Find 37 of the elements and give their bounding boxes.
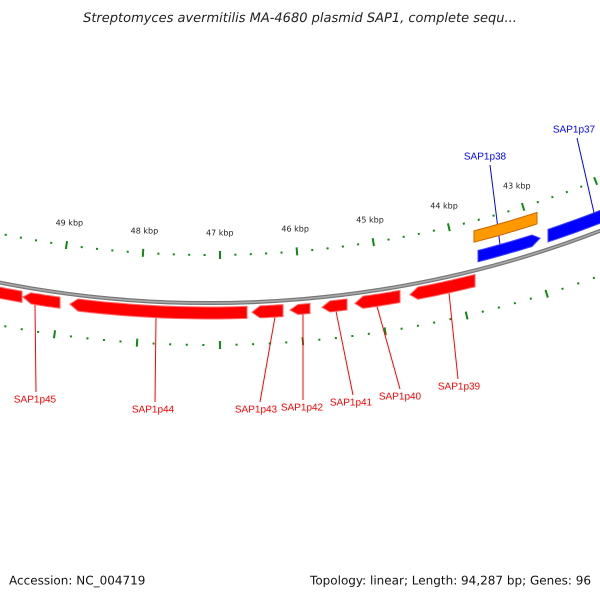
scale-label: 48 kbp xyxy=(130,227,158,236)
gene-label: SAP1p38 xyxy=(464,152,506,162)
scale-label: 44 kbp xyxy=(430,202,458,212)
gene-label: SAP1p42 xyxy=(280,402,324,414)
scale-label: 49 kbp xyxy=(56,220,84,229)
diagram-title: Streptomyces avermitilis MA-4680 plasmid SAP1, complete sequ... xyxy=(83,12,517,26)
gene-label: SAP1p43 xyxy=(234,404,278,416)
leader-line xyxy=(260,316,276,402)
gene-feature xyxy=(354,290,400,309)
gene-label: SAP1p40 xyxy=(378,392,422,402)
gene-feature xyxy=(251,304,284,318)
leader-line xyxy=(34,304,36,392)
gene-label: SAP1p44 xyxy=(132,404,174,416)
leader-line xyxy=(302,314,304,400)
gene-label: SAP1p39 xyxy=(438,382,480,392)
scale-label: 46 kbp xyxy=(281,226,309,235)
scale-label: 43 kbp xyxy=(503,182,531,192)
gene-feature xyxy=(478,234,541,262)
leader-line xyxy=(154,317,156,402)
footer-text: Accession: NC_004719 xyxy=(9,574,146,588)
gene-feature xyxy=(321,298,348,313)
gene-label: SAP1p41 xyxy=(330,398,372,408)
gene-feature xyxy=(409,274,476,300)
gene-label: SAP1p37 xyxy=(552,124,596,136)
footer-text: Topology: linear; Length: 94,287 bp; Genes: 96 xyxy=(310,574,591,588)
leader-line xyxy=(448,292,458,380)
gene-label: SAP1p45 xyxy=(14,394,56,406)
leader-line xyxy=(576,138,594,214)
gene-feature xyxy=(69,298,248,320)
leader-line xyxy=(336,310,354,396)
scale-label: 47 kbp xyxy=(206,230,234,238)
feature-bar xyxy=(474,212,538,243)
leader-line xyxy=(376,306,400,390)
gene-feature xyxy=(22,292,60,309)
gene-feature xyxy=(289,302,310,316)
gene-feature xyxy=(0,286,22,303)
scale-label: 45 kbp xyxy=(356,216,384,226)
